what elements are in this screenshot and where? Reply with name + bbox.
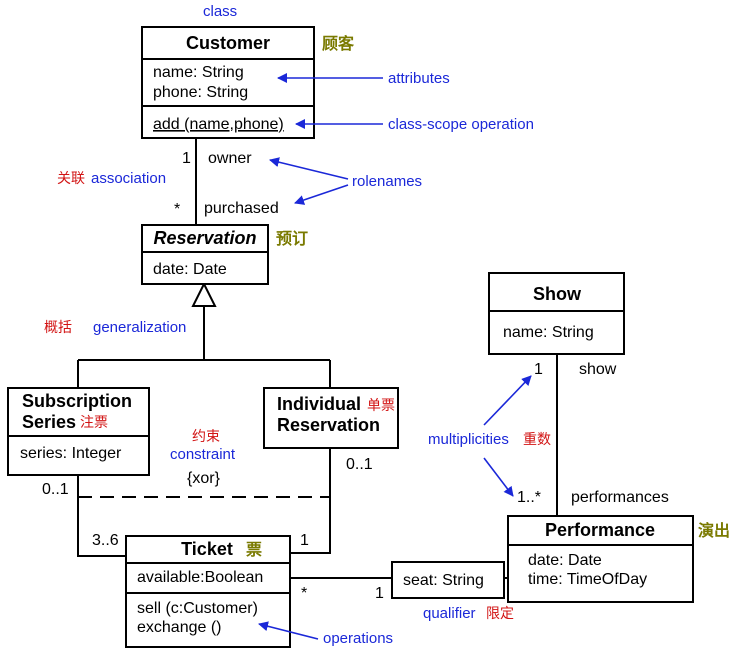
qualifier-box: seat: String	[391, 561, 505, 599]
customer-attr-name: name: String	[153, 64, 244, 81]
qualifier-text: seat: String	[403, 572, 484, 589]
annotation-attributes: attributes	[388, 70, 450, 87]
owner-multiplicity: 1	[182, 150, 191, 167]
individual-chinese-label: 单票	[367, 398, 395, 414]
customer-attr-phone: phone: String	[153, 84, 248, 101]
annotation-class: class	[203, 3, 237, 20]
class-subscription-series: Subscription Series 注票 series: Integer	[7, 387, 150, 476]
annotation-multiplicities-cn: 重数	[523, 432, 551, 448]
reservation-class-name: Reservation	[153, 228, 256, 248]
performance-chinese-label: 演出	[698, 521, 730, 540]
annotation-constraint-cn: 约束	[192, 429, 220, 445]
annotation-qualifier-cn: 限定	[486, 606, 514, 622]
annotation-rolenames: rolenames	[352, 173, 422, 190]
customer-class-name: Customer	[186, 33, 270, 53]
multiplicities-performance-arrow	[483, 457, 514, 497]
individual-multiplicity: 0..1	[346, 456, 373, 473]
ticket-performance-multiplicity: *	[301, 585, 307, 602]
performance-multiplicity: 1..*	[517, 489, 541, 506]
purchased-multiplicity: *	[174, 201, 180, 218]
annotation-operations: operations	[323, 630, 393, 647]
individual-class-name-line2: Reservation	[277, 415, 380, 435]
owner-rolename: owner	[208, 150, 252, 167]
ticket-class-name: Ticket	[181, 539, 233, 559]
rolenames-purchased-arrow	[294, 184, 349, 205]
annotation-association-cn: 关联	[57, 171, 85, 187]
subscription-ticket-association	[77, 475, 126, 557]
show-class-name: Show	[533, 284, 582, 304]
xor-constraint-label: {xor}	[187, 470, 221, 487]
class-ticket: Ticket 票 available:Boolean sell (c:Custo…	[125, 535, 291, 648]
individual-ticket-association	[290, 448, 331, 554]
operations-arrow	[258, 621, 319, 640]
class-reservation: Reservation date: Date	[141, 224, 269, 285]
class-performance: Performance date: Date time: TimeOfDay	[507, 515, 694, 603]
individual-class-name-line1: Individual	[277, 394, 361, 414]
annotation-association: association	[91, 170, 166, 187]
individual-ticket-multiplicity: 1	[300, 532, 309, 549]
class-individual-reservation: Individual 单票 Reservation	[263, 387, 399, 449]
rolenames-owner-arrow	[269, 157, 349, 180]
performances-rolename: performances	[571, 489, 669, 506]
performance-attr-time: time: TimeOfDay	[528, 571, 647, 588]
annotation-multiplicities: multiplicities	[428, 431, 509, 448]
purchased-rolename: purchased	[204, 200, 279, 217]
customer-chinese-label: 顾客	[322, 34, 355, 53]
subscription-class-name-line2: Series	[22, 412, 76, 432]
show-multiplicity: 1	[534, 361, 543, 378]
class-customer: Customer name: String phone: String add …	[141, 26, 315, 139]
generalization-triangle	[191, 281, 217, 307]
ticket-op-exchange: exchange ()	[137, 619, 222, 636]
customer-op-add: add (name,phone)	[153, 116, 284, 133]
show-attr-name: name: String	[503, 324, 594, 341]
performance-class-name: Performance	[545, 520, 655, 540]
annotation-generalization: generalization	[93, 319, 186, 336]
subscription-ticket-multiplicity: 3..6	[92, 532, 119, 549]
reservation-attr-date: date: Date	[153, 261, 227, 278]
subscription-class-name-line1: Subscription	[22, 391, 132, 411]
class-show: Show name: String	[488, 272, 625, 355]
annotation-arrows	[258, 73, 532, 640]
ticket-attr-available: available:Boolean	[137, 569, 263, 586]
ticket-chinese-label: 票	[246, 540, 262, 559]
subscription-chinese-label: 注票	[80, 415, 108, 431]
annotation-qualifier: qualifier	[423, 605, 476, 622]
ticket-op-sell: sell (c:Customer)	[137, 600, 258, 617]
performance-attr-date: date: Date	[528, 552, 602, 569]
generalization-lines	[77, 281, 331, 388]
performance-ticket-multiplicity: 1	[375, 585, 384, 602]
show-rolename: show	[579, 361, 617, 378]
subscription-multiplicity: 0..1	[42, 481, 69, 498]
multiplicities-show-arrow	[483, 375, 532, 426]
annotation-constraint: constraint	[170, 446, 236, 463]
subscription-attr-series: series: Integer	[20, 445, 122, 462]
reservation-chinese-label: 预订	[276, 229, 308, 248]
annotation-class-scope-operation: class-scope operation	[388, 116, 534, 133]
annotation-generalization-cn: 概括	[44, 320, 72, 336]
